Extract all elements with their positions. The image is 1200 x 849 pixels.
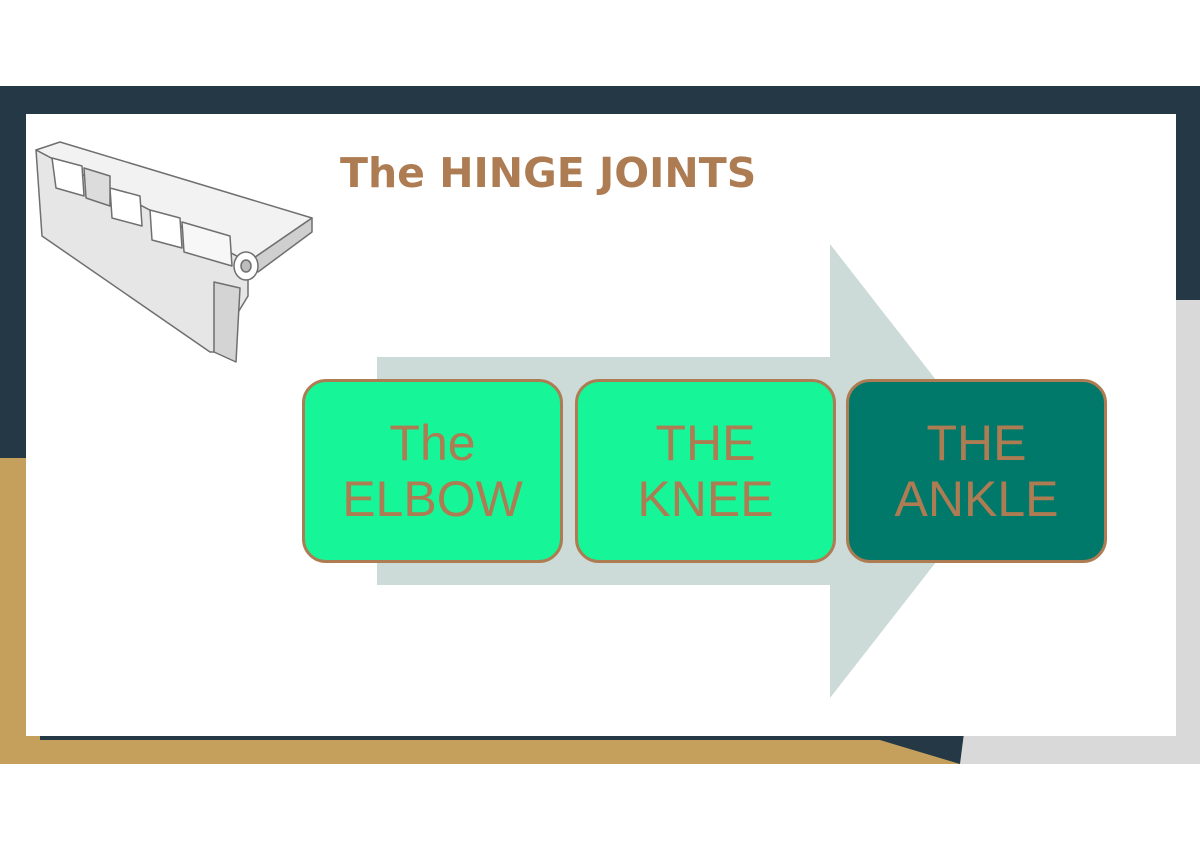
slide-title: The HINGE JOINTS: [340, 149, 757, 197]
joint-box-elbow-line1: The: [389, 415, 476, 471]
hinge-icon: [35, 141, 313, 363]
joint-box-elbow-line2: ELBOW: [342, 471, 523, 527]
joint-box-ankle: THE ANKLE: [846, 379, 1107, 563]
joint-box-knee-line1: THE: [655, 415, 756, 471]
joint-box-ankle-line2: ANKLE: [894, 471, 1059, 527]
joint-box-elbow: The ELBOW: [302, 379, 563, 563]
joint-box-knee-line2: KNEE: [637, 471, 774, 527]
joint-box-knee: THE KNEE: [575, 379, 836, 563]
joint-box-ankle-line1: THE: [926, 415, 1027, 471]
